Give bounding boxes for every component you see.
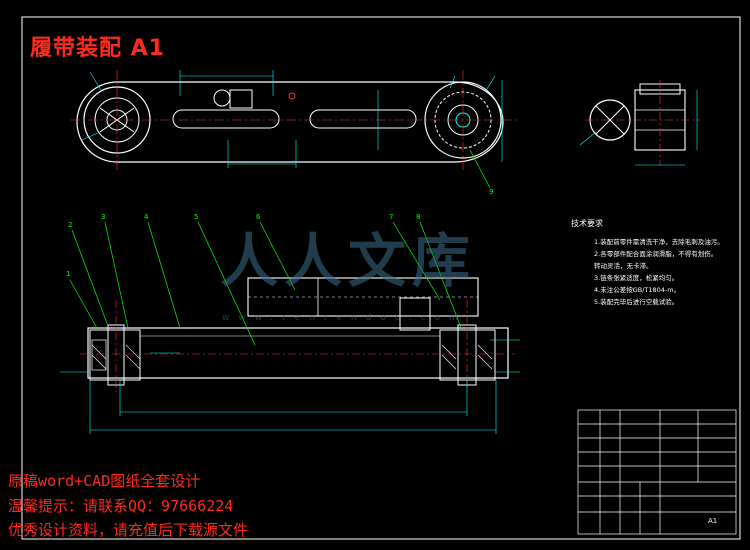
pin-hole (288, 92, 296, 100)
top-view (70, 70, 520, 189)
tech-note: 2.各零部件配合面涂润滑脂，不得有划伤。 (594, 250, 718, 258)
dimensions-top (81, 70, 503, 168)
tech-note: 1.装配前零件需清洗干净，去除毛刺及油污。 (594, 238, 724, 246)
tech-note: 4.未注公差按GB/T1804-m。 (594, 286, 681, 294)
ad-line-2: 温馨提示：请联系QQ：97666224 (8, 497, 234, 515)
side-view (579, 80, 700, 166)
main-view (60, 221, 520, 434)
balloon-6: 6 (256, 213, 261, 221)
sheet-border (21, 16, 741, 540)
watermark-logo: 人人文库 (220, 227, 477, 295)
link-outline (76, 81, 504, 163)
slot-right (309, 109, 417, 129)
tension-bolt (213, 89, 231, 107)
dimensions-main (60, 339, 520, 434)
right-wheel (439, 329, 496, 381)
slot-left (172, 109, 280, 129)
leader-lines (69, 221, 463, 346)
sheet-code: A1 (708, 517, 718, 525)
balloon-8: 8 (416, 213, 421, 221)
watermark-url: www.renrendoc.com (222, 313, 467, 323)
ad-line-3: 优秀设计资料，请充值后下载源文件 (8, 521, 249, 539)
balloon-7: 7 (389, 213, 394, 221)
left-wheel (89, 329, 141, 381)
leader-line (469, 149, 491, 189)
tech-notes-title: 技术要求 (571, 219, 603, 228)
tension-block (229, 89, 253, 109)
balloon-4: 4 (144, 213, 149, 221)
balloon-2: 2 (68, 221, 73, 229)
balloon-9: 9 (489, 188, 494, 196)
motor-mount (399, 297, 431, 331)
tech-note: 3.链条张紧适度，松紧均匀。 (594, 274, 679, 282)
tech-note: 5.装配完毕后进行空载试验。 (594, 298, 679, 306)
tech-notes-list: 1.装配前零件需清洗干净，去除毛刺及油污。 2.各零部件配合面涂润滑脂，不得有划… (594, 236, 729, 308)
balloon-3: 3 (101, 213, 106, 221)
title-block (577, 409, 737, 535)
balloon-5: 5 (194, 213, 199, 221)
tech-note: 转动灵活，无卡滞。 (594, 262, 653, 270)
left-bearing-hatch (91, 339, 107, 371)
balloon-1: 1 (66, 270, 71, 278)
drawing-title: 履带装配 A1 (30, 36, 165, 61)
ad-line-1: 原稿word+CAD图纸全套设计 (8, 472, 201, 490)
